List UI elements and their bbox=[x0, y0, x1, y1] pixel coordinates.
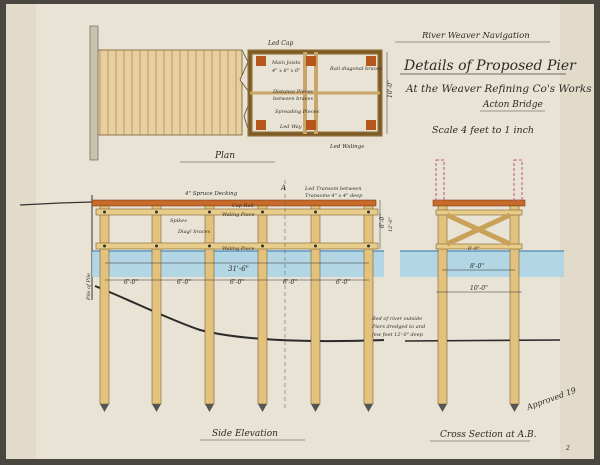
section-caption: Cross Section at A.B. bbox=[440, 430, 537, 440]
section-water bbox=[400, 251, 564, 277]
section-bottom-dim: 10'-0" bbox=[470, 285, 488, 292]
pile-4 bbox=[257, 205, 268, 405]
pile-2 bbox=[151, 205, 162, 405]
cap-rail-label: Cap Rail bbox=[232, 203, 254, 209]
drawing-title: Details of Proposed Pier bbox=[403, 58, 577, 74]
plan-caption: Plan bbox=[214, 151, 235, 161]
span-dim-1: 6'-0" bbox=[124, 279, 138, 286]
quay-ground-line bbox=[19, 201, 93, 206]
span-dim-4: 6'-0" bbox=[283, 279, 297, 286]
total-span-dim: 31'-6" bbox=[228, 265, 249, 273]
section-riverbed bbox=[404, 339, 561, 342]
section-top-dim: 8'-0" bbox=[470, 263, 484, 270]
plan-pile-heads bbox=[256, 56, 376, 130]
section-pile-right bbox=[509, 205, 520, 405]
plan-distance-pieces-label: Distance Pieces bbox=[272, 89, 313, 95]
pile-1 bbox=[99, 205, 110, 405]
height-dim: 6'-0" bbox=[379, 214, 386, 228]
pile-label: Pile of Pile bbox=[86, 273, 92, 301]
section-rail-right bbox=[513, 159, 523, 201]
cross-section: 6'-0" 8'-0" 10'-0" Cross Section at A.B. bbox=[400, 159, 564, 442]
plan-ledcap-label: Led Cap bbox=[267, 40, 293, 47]
plan-between-braces-label: between braces bbox=[273, 96, 314, 102]
transom-label-2: Transoms 4" x 4" deep bbox=[305, 193, 363, 199]
side-dim: 12'-0" bbox=[388, 217, 394, 232]
plan-spreading-label: Spreading Pieces bbox=[275, 109, 319, 115]
transom-label: Led Transom between bbox=[304, 186, 362, 192]
navigation-line: River Weaver Navigation bbox=[421, 31, 530, 41]
title-block: River Weaver Navigation Details of Propo… bbox=[395, 31, 592, 136]
works-subtitle: At the Weaver Refining Co's Works bbox=[405, 83, 592, 95]
plan-width-dim: 10'-0" bbox=[387, 80, 394, 98]
pile-3 bbox=[204, 205, 215, 405]
elevation-water bbox=[92, 251, 384, 277]
pile-points bbox=[100, 404, 373, 412]
ground-note-1: Bed of river outside bbox=[371, 316, 422, 322]
section-point-right bbox=[510, 404, 519, 412]
plan-led-walings-label: Led Walings bbox=[329, 144, 364, 150]
elevation-bolts bbox=[103, 210, 370, 248]
lower-waling bbox=[95, 242, 379, 250]
side-elevation: A 4" Spruce Decking Led Transom between … bbox=[19, 180, 425, 441]
waling-label: Waling Piece bbox=[222, 212, 255, 218]
plan-rail-diagonal-label: Rail diagonal braces bbox=[329, 66, 382, 72]
section-rail-left bbox=[435, 159, 445, 201]
section-mid-dim: 6'-0" bbox=[468, 246, 480, 252]
corner-reference: 2 bbox=[565, 445, 570, 452]
section-lower-brace bbox=[435, 243, 523, 250]
pile-6 bbox=[363, 205, 374, 405]
span-dim-3: 6'-0" bbox=[230, 279, 244, 286]
section-deck bbox=[432, 199, 526, 207]
plan-joists-size: 4" x 8" x 6" bbox=[271, 68, 300, 74]
span-dim-5: 6'-0" bbox=[336, 279, 350, 286]
elevation-caption: Side Elevation bbox=[212, 429, 278, 439]
decking-label: 4" Spruce Decking bbox=[184, 191, 238, 197]
section-pile-left bbox=[437, 205, 448, 405]
section-point-left bbox=[438, 404, 447, 412]
ground-note-3: few feet 12'-0" deep bbox=[371, 332, 424, 338]
plan-quay-wall bbox=[89, 25, 99, 161]
right-stain bbox=[560, 4, 594, 459]
plan-view: Led Cap Main Joists 4" x 8" x 6" Rail di… bbox=[89, 25, 394, 163]
span-dim-2: 6'-0" bbox=[177, 279, 191, 286]
section-upper-brace bbox=[435, 209, 523, 216]
riverbed-line bbox=[94, 285, 385, 343]
scale-text: Scale 4 feet to 1 inch bbox=[432, 125, 534, 136]
ground-note-2: Piers dredged to and bbox=[371, 324, 425, 330]
plan-decking bbox=[91, 49, 243, 136]
elevation-deck bbox=[91, 199, 377, 207]
plan-deck-boards bbox=[99, 50, 237, 135]
section-diagonal-2 bbox=[445, 212, 512, 247]
location-text: Acton Bridge bbox=[482, 100, 543, 110]
lower-waling-label: Waling Piece bbox=[222, 246, 255, 252]
upper-waling bbox=[95, 208, 379, 216]
section-mark-top: A bbox=[280, 184, 286, 192]
spikes-label: Spikes bbox=[170, 218, 187, 224]
plan-main-joists-label: Main Joists bbox=[271, 60, 301, 66]
plan-ledway-label: Led Way bbox=[279, 124, 302, 130]
diagonal-label: Diag! braces bbox=[177, 229, 211, 235]
plan-break-line bbox=[239, 49, 253, 136]
left-stain bbox=[6, 4, 36, 459]
pile-5 bbox=[310, 205, 321, 405]
